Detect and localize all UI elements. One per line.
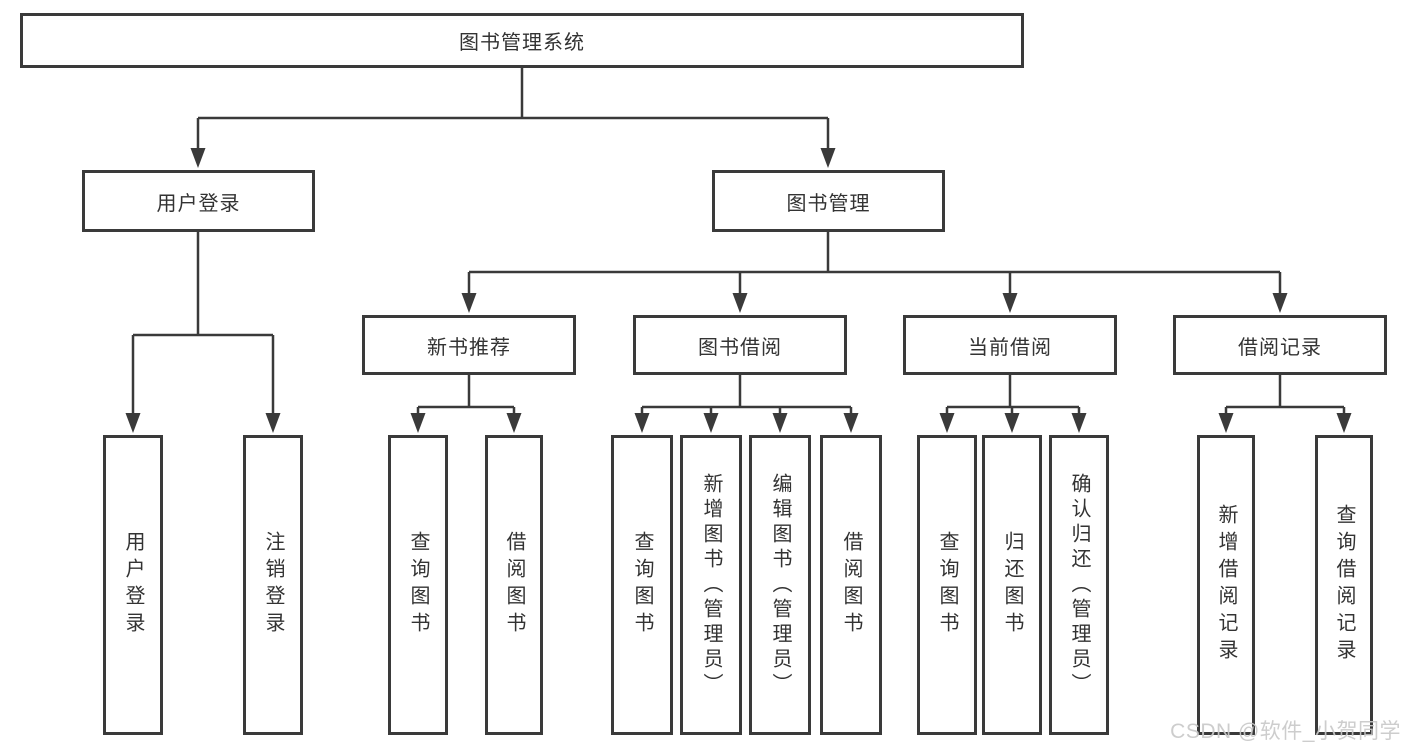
leaf-label: 查询借阅记录 (1333, 504, 1355, 666)
arrowhead (634, 413, 650, 433)
leaf-confirm-return-admin: 确认归还（管理员） (1049, 435, 1109, 735)
arrowhead (772, 413, 788, 433)
leaf-query-borrow-record: 查询借阅记录 (1315, 435, 1373, 735)
leaf-label: 查询图书 (407, 531, 429, 639)
csdn-watermark: CSDN @软件_小贺同学 (1170, 720, 1401, 743)
arrowhead (1218, 413, 1234, 433)
leaf-label: 确认归还（管理员） (1068, 472, 1090, 698)
leaf-label: 用户登录 (122, 531, 144, 639)
leaf-query-books: 查询图书 (917, 435, 977, 735)
node-book-management-system: 图书管理系统 (20, 13, 1024, 68)
leaf-label: 查询图书 (936, 531, 958, 639)
node-label: 图书管理系统 (459, 32, 585, 54)
arrowhead (732, 293, 748, 313)
node-label: 图书借阅 (698, 336, 782, 359)
node-label: 新书推荐 (427, 336, 511, 359)
node-user-login: 用户登录 (82, 170, 315, 232)
connector-bookmgmt-to-level3 (467, 232, 1282, 298)
arrowhead (1004, 413, 1020, 433)
connector-records-to-leaves (1224, 375, 1346, 418)
connector-borrow-to-leaves (640, 375, 853, 418)
arrowhead (843, 413, 859, 433)
arrowhead (703, 413, 719, 433)
arrowhead (820, 148, 836, 168)
node-label: 借阅记录 (1238, 336, 1322, 359)
leaf-add-books-admin: 新增图书（管理员） (680, 435, 742, 735)
connector-newbooks-to-leaves (416, 375, 516, 418)
node-book-management: 图书管理 (712, 170, 945, 232)
leaf-label: 编辑图书（管理员） (769, 472, 791, 698)
leaf-label: 注销登录 (262, 531, 284, 639)
leaf-query-books: 查询图书 (611, 435, 673, 735)
leaf-label: 借阅图书 (503, 531, 525, 639)
arrowhead (1336, 413, 1352, 433)
leaf-add-borrow-record: 新增借阅记录 (1197, 435, 1255, 735)
arrowhead (939, 413, 955, 433)
leaf-label: 查询图书 (631, 531, 653, 639)
leaf-label: 新增图书（管理员） (700, 472, 722, 698)
arrowhead (125, 413, 141, 433)
arrowhead (190, 148, 206, 168)
leaf-label: 借阅图书 (840, 531, 862, 639)
leaf-user-login: 用户登录 (103, 435, 163, 735)
node-current-borrowing: 当前借阅 (903, 315, 1117, 375)
leaf-label: 归还图书 (1001, 531, 1023, 639)
leaf-edit-books-admin: 编辑图书（管理员） (749, 435, 811, 735)
connector-root-to-level2 (196, 68, 830, 152)
arrowhead (410, 413, 426, 433)
leaf-logout: 注销登录 (243, 435, 303, 735)
connector-userlogin-to-leaves (131, 232, 275, 418)
arrowhead (461, 293, 477, 313)
node-new-book-recommendation: 新书推荐 (362, 315, 576, 375)
node-book-borrowing: 图书借阅 (633, 315, 847, 375)
leaf-label: 新增借阅记录 (1215, 504, 1237, 666)
arrowhead (1002, 293, 1018, 313)
leaf-query-books: 查询图书 (388, 435, 448, 735)
leaf-borrow-books: 借阅图书 (485, 435, 543, 735)
node-label: 当前借阅 (968, 336, 1052, 359)
node-label: 图书管理 (786, 192, 871, 215)
arrowhead (265, 413, 281, 433)
node-borrowing-records: 借阅记录 (1173, 315, 1387, 375)
arrowhead (1071, 413, 1087, 433)
node-label: 用户登录 (156, 192, 241, 215)
arrowhead (506, 413, 522, 433)
leaf-borrow-books: 借阅图书 (820, 435, 882, 735)
leaf-return-books: 归还图书 (982, 435, 1042, 735)
connector-current-to-leaves (945, 375, 1081, 418)
arrowhead (1272, 293, 1288, 313)
